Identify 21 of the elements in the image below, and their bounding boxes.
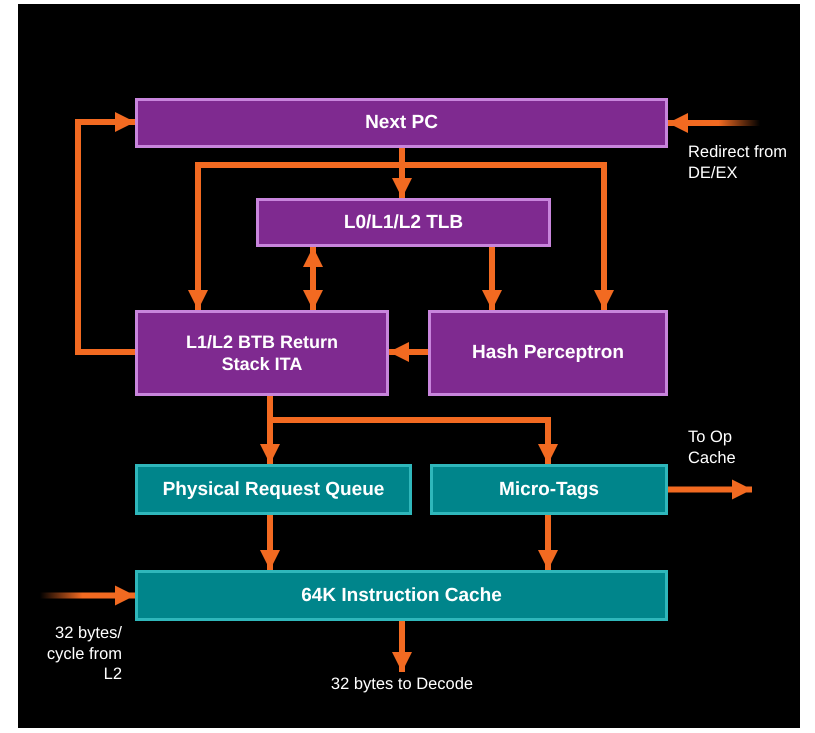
output-text: 32 bytes to Decode bbox=[300, 672, 504, 696]
arrow bbox=[75, 112, 135, 355]
arrow bbox=[668, 480, 752, 500]
cache-block: Physical Request Queue bbox=[135, 464, 412, 515]
arrow bbox=[392, 621, 412, 672]
arrow bbox=[482, 247, 502, 310]
cache-block: Micro-Tags bbox=[430, 464, 668, 515]
annotation-text: To Op Cache bbox=[688, 427, 737, 468]
cache-block: 64K Instruction Cache bbox=[135, 570, 668, 621]
arrow bbox=[538, 515, 558, 570]
process-block: L0/L1/L2 TLB bbox=[256, 198, 551, 247]
process-block: L1/L2 BTB Return Stack ITA bbox=[135, 310, 389, 396]
process-block: Hash Perceptron bbox=[428, 310, 668, 396]
arrow bbox=[40, 586, 135, 606]
annotation-text: 32 bytes/ cycle from L2 bbox=[46, 623, 122, 685]
process-block: Next PC bbox=[135, 98, 668, 148]
arrow bbox=[303, 247, 323, 310]
arrow bbox=[668, 113, 760, 133]
annotation-text: Redirect from DE/EX bbox=[688, 142, 788, 184]
arrow bbox=[260, 515, 280, 570]
arrow bbox=[389, 342, 428, 362]
